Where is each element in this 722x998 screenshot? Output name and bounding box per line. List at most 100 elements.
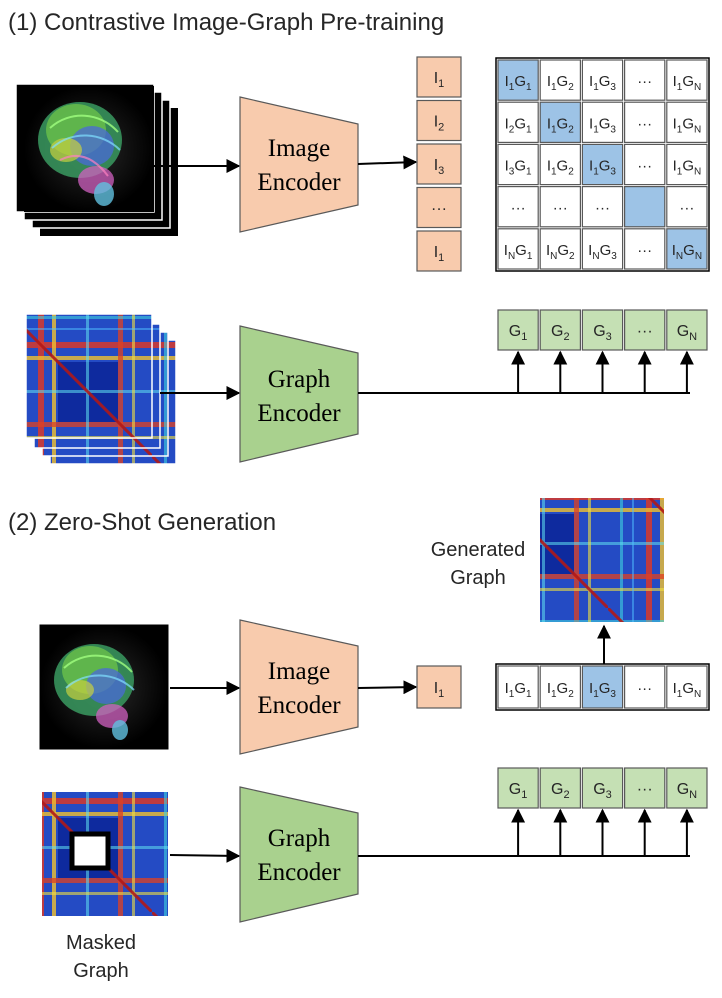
similarity-cell: I1G3	[581, 101, 624, 143]
similarity-cell-label: I1GN	[673, 73, 702, 93]
image-feature-label: I1	[434, 70, 445, 90]
similarity-cell-label: ···	[595, 200, 610, 217]
similarity-cell: I1GN	[666, 101, 708, 143]
similarity-cell-label: ···	[511, 200, 526, 217]
masked-graph-label-line2: Graph	[73, 960, 129, 982]
graph-feature-label: G1	[509, 323, 528, 343]
similarity-cell-label: I1G2	[547, 158, 574, 178]
graph-feature-cell: ···	[623, 309, 666, 351]
image-encoder-2-label-line2: Encoder	[257, 692, 341, 719]
similarity-cell-label: ···	[553, 200, 568, 217]
graph-feature-cell: G1	[497, 767, 539, 809]
similarity-cell	[623, 186, 666, 228]
similarity-cell: ···	[623, 101, 666, 143]
similarity-cell: I1GN	[666, 59, 708, 101]
similarity-cell: ···	[497, 186, 539, 228]
brain-image-stack	[15, 83, 178, 236]
similarity-cell: ···	[539, 186, 582, 228]
graph-feature-label: GN	[677, 781, 697, 801]
similarity-cell: ···	[623, 228, 666, 270]
brain-tractography-1	[38, 102, 122, 206]
zs-similarity-cell-label: I1G3	[589, 680, 616, 700]
similarity-cell-label: I1G2	[547, 115, 574, 135]
image-encoder-1-label-line2: Encoder	[257, 169, 341, 196]
static-layer: (1) Contrastive Image-Graph Pre-training…	[8, 9, 690, 982]
arrow-zs-encoder-to-feature	[357, 680, 418, 695]
similarity-cell-label: INGN	[672, 242, 702, 262]
graph-feature-cell: G3	[581, 309, 624, 351]
similarity-cell-label: ···	[637, 242, 652, 259]
graph-feature-cell: GN	[666, 309, 708, 351]
section2-title: (2) Zero-Shot Generation	[8, 509, 276, 536]
graph-feature-cell: G3	[581, 767, 624, 809]
graph-encoder-2-label-line2: Encoder	[257, 859, 341, 886]
generated-graph-label-line2: Graph	[450, 567, 506, 589]
similarity-cell-label: ···	[637, 73, 652, 90]
zs-similarity-cell-label: I1G1	[505, 680, 532, 700]
similarity-cell: I1G3	[581, 59, 624, 101]
zs-similarity-cell: ···	[623, 665, 666, 709]
image-feature-cell: I1	[416, 230, 462, 272]
image-feature-cell: I3	[416, 143, 462, 185]
similarity-cell-label: I1G3	[589, 115, 616, 135]
mask-square	[69, 831, 111, 871]
image-encoder-1	[239, 96, 359, 233]
zs-image-feature-cell: I1	[416, 665, 462, 709]
similarity-cell: ···	[666, 186, 708, 228]
similarity-cell-label: ···	[679, 200, 694, 217]
similarity-cell: I1G2	[539, 59, 582, 101]
similarity-cell: I1G2	[539, 101, 582, 143]
zs-row-border	[495, 663, 710, 711]
similarity-cell: INGN	[666, 228, 708, 270]
similarity-cell: ···	[581, 186, 624, 228]
zs-similarity-cell-label: I1GN	[673, 680, 702, 700]
section1-title: (1) Contrastive Image-Graph Pre-training	[8, 9, 444, 36]
graph-feature-label: G1	[509, 781, 528, 801]
zs-similarity-cell: I1GN	[666, 665, 708, 709]
similarity-cell-label: I3G1	[505, 158, 532, 178]
arrow-masked-to-encoder	[169, 848, 241, 863]
graph-feature-cell: G1	[497, 309, 539, 351]
similarity-cell-label: I1G2	[547, 73, 574, 93]
zs-image-feature-label: I1	[434, 680, 445, 700]
image-encoder-2	[239, 619, 359, 755]
similarity-cell: ING1	[497, 228, 539, 270]
brain-image-single	[39, 624, 169, 750]
arrow-encoder-to-features	[357, 155, 418, 170]
graph-feature-label: G2	[551, 781, 570, 801]
graph-feature-label: G3	[593, 781, 612, 801]
graph-feature-label: G2	[551, 323, 570, 343]
similarity-cell-label: I2G1	[505, 115, 532, 135]
similarity-cell-label: I1GN	[673, 115, 702, 135]
graph-feature-cell: G2	[539, 767, 582, 809]
graph-feature-cell: G2	[539, 309, 582, 351]
image-encoder-1-label-line1: Image	[268, 135, 330, 162]
similarity-cell-label: I1GN	[673, 158, 702, 178]
graph-encoder-1-label-line1: Graph	[268, 366, 331, 393]
graph-feature-label: ···	[637, 323, 653, 340]
zs-similarity-cell: I1G3	[581, 665, 624, 709]
similarity-cell: I2G1	[497, 101, 539, 143]
similarity-cell: I1G2	[539, 143, 582, 186]
similarity-cell: I3G1	[497, 143, 539, 186]
similarity-cell-label: I1G3	[589, 73, 616, 93]
graph-encoder-1-label-line2: Encoder	[257, 400, 341, 427]
graph-encoder-1	[239, 325, 359, 463]
image-feature-cell: I2	[416, 99, 462, 142]
similarity-cell-label: I1G1	[505, 73, 532, 93]
similarity-cell-label: ···	[637, 158, 652, 175]
graph-feature-cell: ···	[623, 767, 666, 809]
image-feature-label: I2	[434, 114, 445, 134]
similarity-cell-label: I1G3	[589, 158, 616, 178]
graph-feature-label: GN	[677, 323, 697, 343]
generated-graph-image	[540, 498, 664, 622]
similarity-cell: I1G3	[581, 143, 624, 186]
image-feature-cell: I1	[416, 56, 462, 98]
zs-similarity-cell: I1G2	[539, 665, 582, 709]
connectivity-matrix-stack	[25, 313, 177, 465]
similarity-cell-label: ···	[637, 115, 652, 132]
zs-similarity-cell-label: I1G2	[547, 680, 574, 700]
similarity-matrix-border	[495, 57, 710, 272]
